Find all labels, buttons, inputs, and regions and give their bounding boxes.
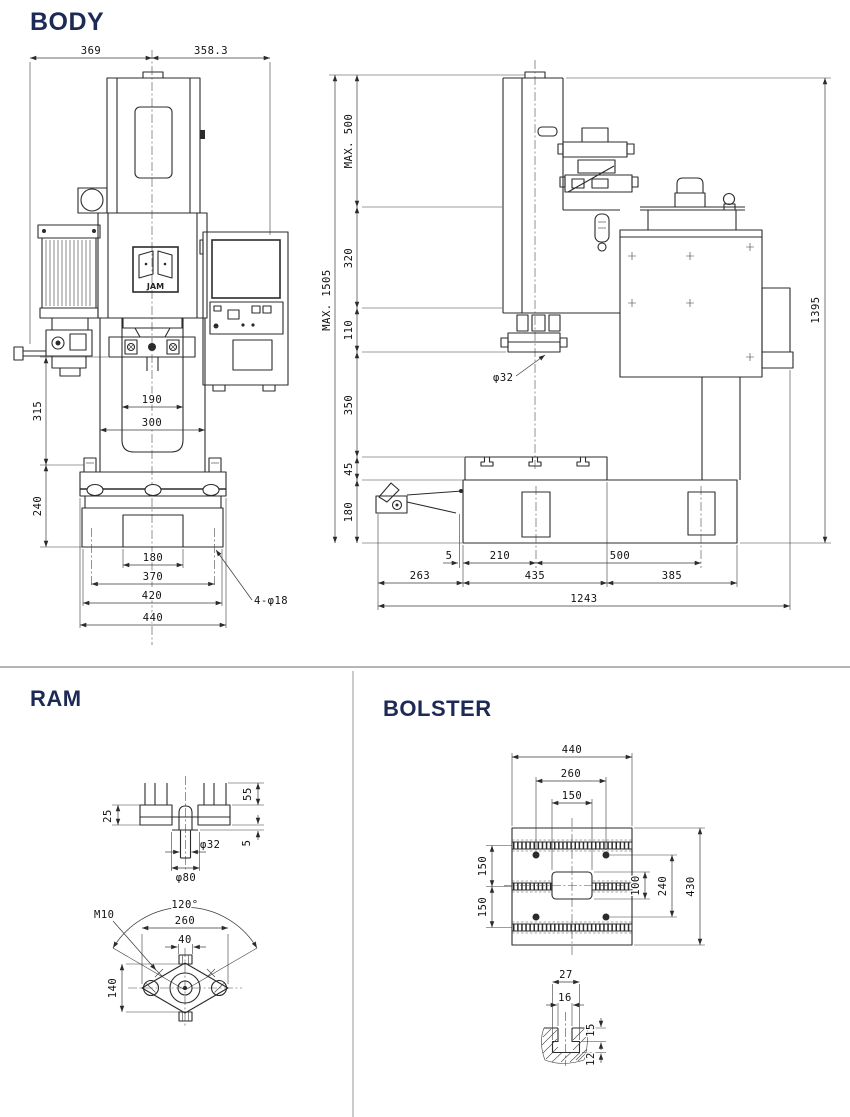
tslot-dimensions: 27 16 15 12	[546, 968, 606, 1067]
bolster-left-dimensions: 150 150	[476, 845, 512, 928]
front-columns-throat	[99, 318, 206, 472]
dim-420: 420	[142, 590, 162, 602]
front-base	[79, 457, 227, 586]
front-motor-pump-unit	[13, 224, 101, 377]
body-section-title: BODY	[30, 8, 105, 36]
label-phi80: φ80	[176, 872, 196, 884]
dim-40: 40	[178, 934, 192, 946]
side-oil-tank	[619, 229, 794, 480]
ram-bottom-subview	[112, 907, 258, 1028]
bolster-right-dimensions: 100 240 430	[594, 827, 705, 946]
dim-120deg: 120°	[171, 899, 198, 911]
dim-150-top: 150	[562, 790, 582, 802]
dim-260-ram: 260	[175, 915, 195, 927]
dim-500: 500	[610, 550, 630, 562]
dim-430: 430	[685, 876, 697, 896]
vertical-divider	[352, 671, 354, 1117]
body-side-view: φ32	[320, 60, 831, 610]
logo-text: JAM	[146, 282, 164, 291]
dim-25: 25	[102, 809, 114, 823]
dim-263: 263	[410, 570, 430, 582]
ram-side-subview	[139, 776, 231, 880]
dim-385: 385	[662, 570, 682, 582]
front-control-panel	[199, 231, 289, 392]
dim-150-left2: 150	[477, 897, 489, 917]
dim-15: 15	[585, 1023, 597, 1037]
dim-110: 110	[343, 320, 355, 340]
dim-max1505: MAX. 1505	[321, 269, 333, 330]
dim-45: 45	[343, 462, 355, 476]
dim-190: 190	[142, 394, 162, 406]
bolster-view: 440 260 150 150 150 100	[476, 743, 705, 1067]
front-throat-dimensions: 190 300	[100, 393, 205, 433]
dim-435: 435	[525, 570, 545, 582]
bolster-section-title: BOLSTER	[383, 696, 492, 721]
ram-bottom-dimensions: 120° M10 260 40 140	[93, 898, 229, 1013]
dim-140: 140	[107, 978, 119, 998]
dim-180-side: 180	[343, 502, 355, 522]
dim-440: 440	[143, 612, 163, 624]
dim-210: 210	[490, 550, 510, 562]
dim-max500: MAX. 500	[343, 114, 355, 169]
dim-240-bolster: 240	[657, 876, 669, 896]
side-bolster	[464, 456, 608, 481]
dim-27: 27	[559, 969, 573, 981]
dim-1395: 1395	[810, 296, 822, 323]
bolster-plate	[504, 818, 640, 956]
front-brand-logo: JAM	[132, 246, 179, 293]
dim-100: 100	[630, 875, 642, 895]
dim-320: 320	[343, 248, 355, 268]
dim-55: 55	[242, 787, 254, 801]
front-bottom-dimensions: 180 370 420 440 4-φ18	[79, 498, 289, 628]
side-bottom-dimensions: 5 210 500 263 435 385 1243	[377, 370, 791, 610]
side-foot-pedal	[375, 482, 463, 514]
side-ram: φ32	[492, 314, 568, 386]
ram-section-title: RAM	[30, 686, 82, 711]
front-slide-assembly	[108, 317, 196, 371]
bolster-tslot-detail: 27 16 15 12	[541, 968, 606, 1067]
dim-350: 350	[343, 395, 355, 415]
front-head	[77, 71, 205, 214]
side-left-dimension-chain: MAX. 1505 MAX. 500 320 110 350 45 180	[320, 74, 525, 544]
side-valve-assembly	[557, 127, 745, 230]
label-phi32-side: φ32	[493, 372, 513, 384]
dim-240: 240	[32, 496, 44, 516]
ram-view: 25 55 5 φ32 φ80	[93, 776, 264, 1028]
dim-300: 300	[142, 417, 162, 429]
side-right-dimension: 1395	[566, 77, 831, 544]
dim-370: 370	[143, 571, 163, 583]
label-m10: M10	[94, 909, 114, 921]
dim-12: 12	[585, 1052, 597, 1066]
dim-369: 369	[81, 45, 101, 57]
horizontal-divider	[0, 666, 850, 668]
dim-180: 180	[143, 552, 163, 564]
side-base	[462, 479, 738, 568]
dim-16: 16	[558, 992, 572, 1004]
front-top-dimensions: 369 358.3	[29, 44, 271, 344]
body-front-view: 369 358.3 JAM	[13, 44, 289, 645]
side-oil-gauge	[594, 213, 610, 252]
dim-5-side: 5	[446, 550, 453, 562]
dim-358-3: 358.3	[194, 45, 228, 57]
ram-side-dimensions: 25 55 5 φ32 φ80	[101, 782, 264, 886]
dim-5-ram: 5	[241, 840, 253, 847]
bolster-top-dimensions: 440 260 150	[511, 743, 633, 870]
front-left-dimensions: 315 240	[31, 356, 108, 548]
dim-1243: 1243	[570, 593, 597, 605]
dim-150-left1: 150	[477, 856, 489, 876]
label-phi32-ram: φ32	[200, 839, 220, 851]
label-4-phi18: 4-φ18	[254, 595, 288, 607]
dim-440-bolster: 440	[562, 744, 582, 756]
dim-315: 315	[32, 401, 44, 421]
dim-260-bolster: 260	[561, 768, 581, 780]
